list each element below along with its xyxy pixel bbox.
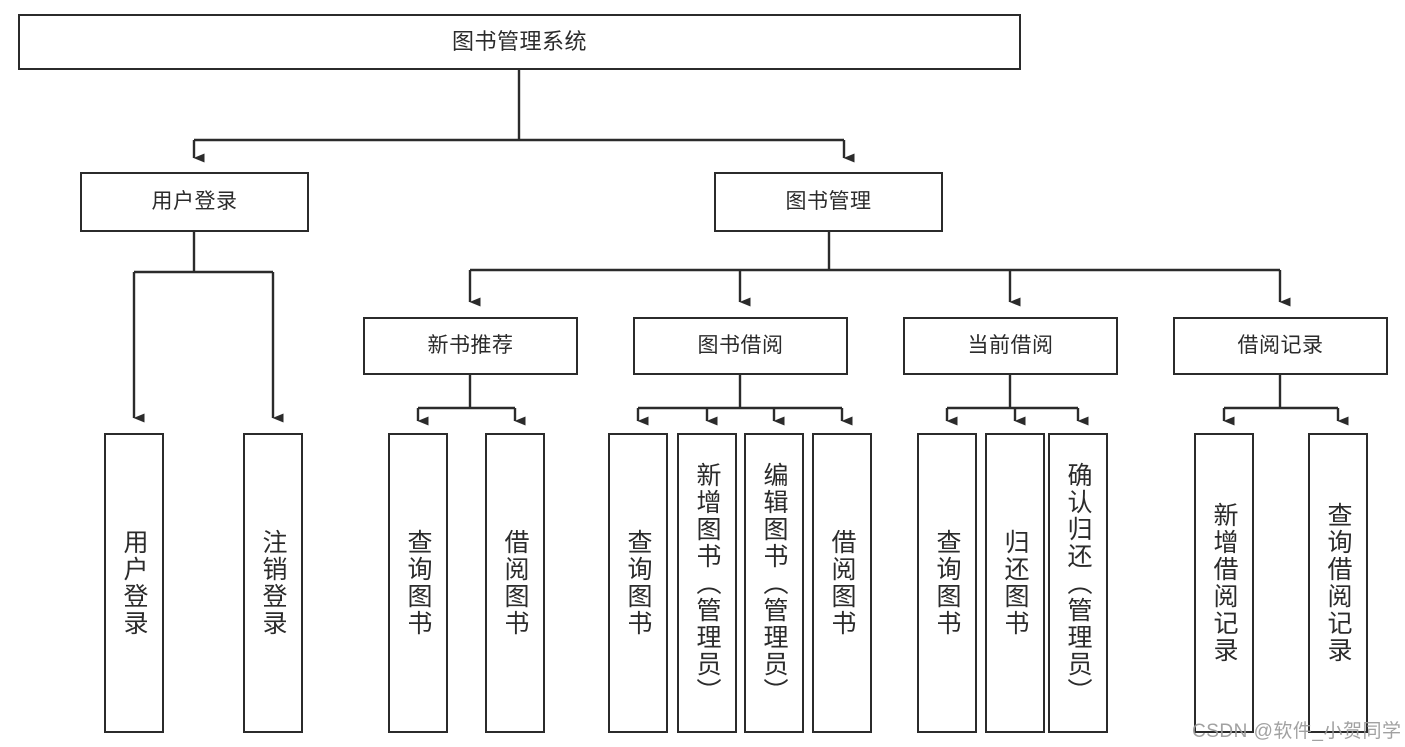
watermark-text: CSDN @软件_小贺同学 (1192, 721, 1402, 742)
leaf-label: 新增借阅记录 (1210, 502, 1238, 664)
leaf-label: 查询图书 (933, 529, 961, 637)
node-user-login[interactable]: 用户登录 (80, 172, 309, 232)
node-root[interactable]: 图书管理系统 (18, 14, 1021, 70)
leaf-label: 查询图书 (404, 529, 432, 637)
leaf-book-borrow-edit-book[interactable]: 编辑图书（管理员） (744, 433, 804, 733)
node-book-borrow-label: 图书借阅 (697, 333, 784, 357)
node-user-login-label: 用户登录 (151, 189, 238, 213)
leaf-label: 注销登录 (259, 529, 287, 637)
node-borrow-record-label: 借阅记录 (1237, 333, 1324, 357)
node-current-borrow-label: 当前借阅 (967, 333, 1054, 357)
node-book-manage[interactable]: 图书管理 (714, 172, 943, 232)
node-current-borrow[interactable]: 当前借阅 (903, 317, 1118, 375)
leaf-label: 新增图书（管理员） (693, 461, 721, 705)
leaf-current-borrow-return-book[interactable]: 归还图书 (985, 433, 1045, 733)
leaf-label: 借阅图书 (828, 529, 856, 637)
leaf-label: 确认归还（管理员） (1064, 461, 1092, 705)
node-borrow-record[interactable]: 借阅记录 (1173, 317, 1388, 375)
leaf-label: 用户登录 (120, 529, 148, 637)
leaf-label: 查询图书 (624, 529, 652, 637)
leaf-book-borrow-query-book[interactable]: 查询图书 (608, 433, 668, 733)
leaf-current-borrow-confirm-return[interactable]: 确认归还（管理员） (1048, 433, 1108, 733)
leaf-borrow-record-query-record[interactable]: 查询借阅记录 (1308, 433, 1368, 733)
node-book-manage-label: 图书管理 (785, 189, 872, 213)
leaf-label: 编辑图书（管理员） (760, 461, 788, 705)
leaf-user-login-login[interactable]: 用户登录 (104, 433, 164, 733)
node-new-book-recommend[interactable]: 新书推荐 (363, 317, 578, 375)
leaf-book-borrow-add-book[interactable]: 新增图书（管理员） (677, 433, 737, 733)
leaf-new-book-borrow-book[interactable]: 借阅图书 (485, 433, 545, 733)
node-root-label: 图书管理系统 (451, 29, 587, 55)
leaf-book-borrow-borrow-book[interactable]: 借阅图书 (812, 433, 872, 733)
leaf-current-borrow-query-book[interactable]: 查询图书 (917, 433, 977, 733)
node-new-book-recommend-label: 新书推荐 (427, 333, 514, 357)
leaf-label: 归还图书 (1001, 529, 1029, 637)
leaf-label: 查询借阅记录 (1324, 502, 1352, 664)
node-book-borrow[interactable]: 图书借阅 (633, 317, 848, 375)
leaf-user-login-logout[interactable]: 注销登录 (243, 433, 303, 733)
leaf-label: 借阅图书 (501, 529, 529, 637)
leaf-borrow-record-add-record[interactable]: 新增借阅记录 (1194, 433, 1254, 733)
leaf-new-book-query-book[interactable]: 查询图书 (388, 433, 448, 733)
